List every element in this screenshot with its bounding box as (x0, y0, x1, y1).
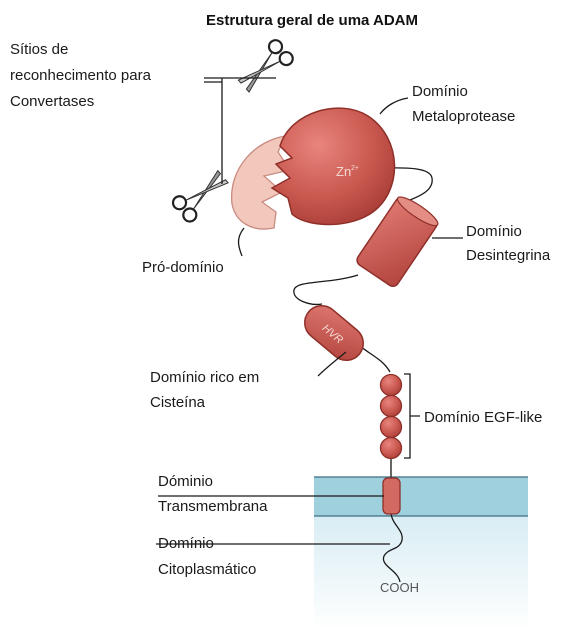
egf-bead (381, 396, 402, 417)
egf-bead (381, 417, 402, 438)
label-metaloprotease: Domínio Metaloprotease (412, 83, 515, 125)
label-transmembrana: Dóminio Transmembrana (158, 473, 268, 515)
leader-cisteina (318, 352, 346, 376)
leader-prodominio (239, 228, 245, 256)
scissors-icon (234, 37, 295, 96)
label-egf: Domínio EGF-like (424, 409, 542, 426)
zinc-ion-charge: 2+ (351, 165, 359, 172)
diagram-title: Estrutura geral de uma ADAM (206, 12, 418, 29)
transmembrane-segment (383, 478, 400, 514)
leader-egf-bracket (404, 374, 420, 458)
label-prodominio: Pró-domínio (142, 259, 224, 276)
label-desintegrina: Domínio Desintegrina (466, 223, 551, 264)
egf-bead (381, 375, 402, 396)
scissors-icon (170, 166, 232, 225)
label-citoplasmatico: Domínio Citoplasmático (158, 535, 256, 578)
leader-metaloprotease (380, 98, 408, 114)
cysteine-rich-capsule: HVR (298, 299, 370, 367)
linker-desintegrin-cysteine (294, 275, 358, 304)
cooh-label: COOH (380, 580, 419, 595)
label-cisteina: Domínio rico em Cisteína (150, 369, 263, 411)
cytoplasm-region (314, 516, 528, 630)
label-sitios: Sítios de reconhecimento para Convertase… (10, 41, 155, 110)
metalloprotease-sphere (272, 108, 395, 224)
egf-bead (381, 438, 402, 459)
zinc-ion-label: Zn (336, 164, 351, 179)
